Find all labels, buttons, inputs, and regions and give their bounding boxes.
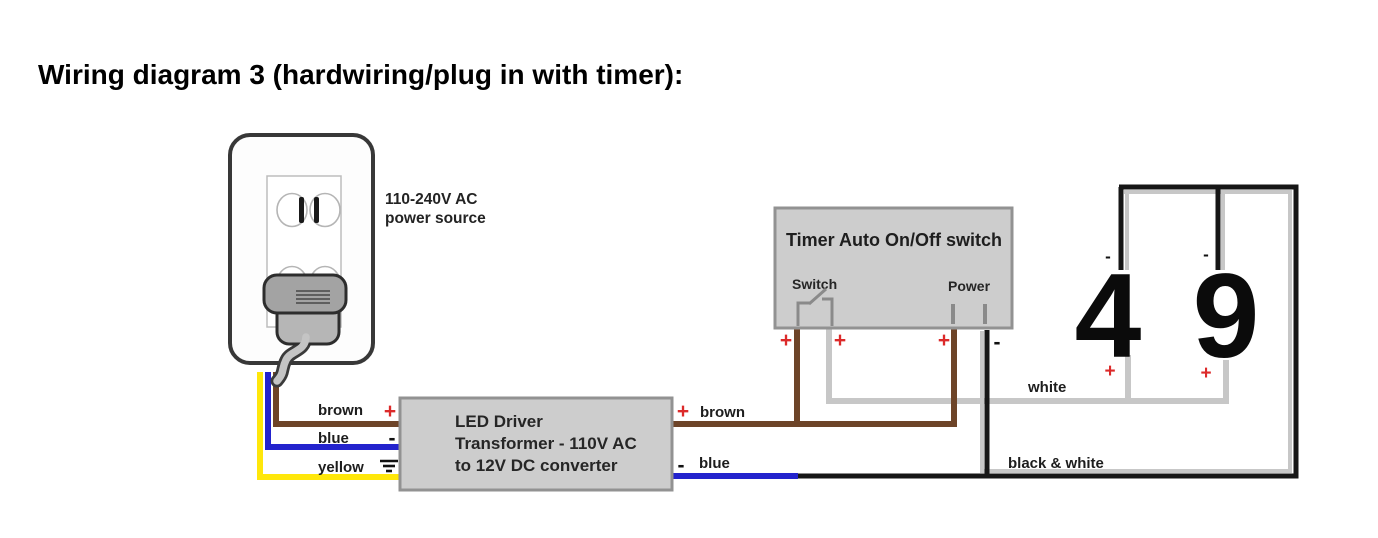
timer-outline: [773, 206, 1014, 330]
minus-sign-digit4: -: [1105, 247, 1111, 266]
led-driver-label-line1: LED Driver: [455, 412, 543, 431]
label-brown-input: brown: [318, 402, 363, 419]
socket-slot-right: [314, 197, 319, 223]
wire-black-loop: [798, 184, 1299, 479]
power-source-label-line2: power source: [385, 210, 486, 227]
power-cord: [273, 333, 310, 385]
timer-title: Timer Auto On/Off switch: [786, 230, 1002, 250]
socket-slot-left: [299, 197, 304, 223]
plus-sign-digit9: +: [1200, 363, 1211, 384]
label-black-white-wire: black & white: [1008, 455, 1104, 472]
plus-sign-driver-input: +: [384, 400, 396, 423]
plus-sign-switch-left: +: [780, 329, 792, 352]
plug-grip-ridges: [296, 290, 330, 304]
label-white-wire: white: [1027, 379, 1066, 396]
plug-face: [262, 273, 348, 315]
minus-sign-driver-output: -: [678, 454, 685, 477]
page-title: Wiring diagram 3 (hardwiring/plug in wit…: [38, 59, 683, 90]
display-digit-9: 9: [1193, 249, 1260, 383]
ground-icon: [380, 459, 398, 473]
label-blue-input: blue: [318, 430, 349, 447]
label-yellow-input: yellow: [318, 459, 364, 476]
led-driver-label-line3: to 12V DC converter: [455, 456, 618, 475]
wire-yellow-input: [257, 372, 400, 480]
plus-sign-digit4: +: [1104, 361, 1115, 382]
minus-sign-timer-power: -: [994, 331, 1001, 354]
wire-blue-input: [265, 372, 400, 450]
wire-brown-input: [273, 372, 400, 427]
power-source-label-line1: 110-240V AC: [385, 191, 478, 208]
led-driver-label-line2: Transformer - 110V AC: [455, 434, 637, 453]
outlet: [228, 133, 375, 388]
minus-sign-driver-input: -: [389, 427, 396, 450]
plus-sign-timer-power: +: [938, 329, 950, 352]
timer-switch-label: Switch: [792, 276, 837, 292]
wire-brown-output: [672, 328, 957, 427]
timer-power-label: Power: [948, 278, 991, 294]
led-driver-outline: [398, 396, 674, 492]
label-blue-output: blue: [699, 455, 730, 472]
plus-sign-switch-right: +: [834, 329, 846, 352]
wire-white: [826, 328, 1229, 404]
plus-sign-driver-output: +: [677, 400, 689, 423]
wire-pair-white-loop: [980, 190, 1292, 473]
timer-box: Timer Auto On/Off switch Switch Power: [773, 206, 1014, 330]
label-brown-output: brown: [700, 404, 745, 421]
minus-sign-digit9: -: [1203, 245, 1209, 264]
switch-symbol-icon: [796, 287, 834, 326]
display-digit-4: 4: [1075, 249, 1142, 383]
led-driver-box: LED Driver Transformer - 110V AC to 12V …: [398, 396, 674, 492]
